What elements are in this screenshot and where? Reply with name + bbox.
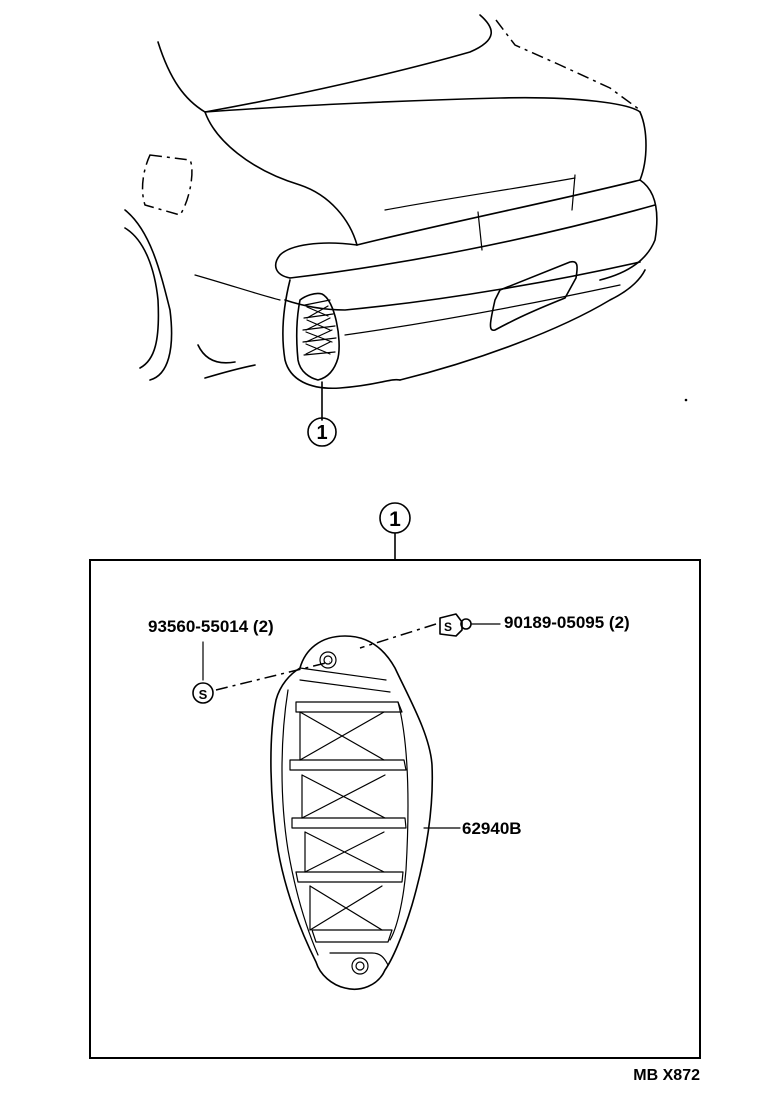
- screw-part-number: 93560-55014 (2): [148, 617, 274, 636]
- car-rear-view: 1: [124, 14, 688, 447]
- screw-symbol: S: [199, 687, 208, 702]
- detail-box-group: 1: [89, 502, 701, 1059]
- screw-callout: 93560-55014 (2) S: [148, 617, 331, 704]
- clip-callout: S 90189-05095 (2): [359, 613, 630, 649]
- screw-icon: [192, 682, 214, 704]
- clip-symbol: S: [444, 620, 452, 634]
- top-callout-circle: [307, 417, 337, 447]
- clip-icon: [439, 613, 463, 637]
- box-callout-number: 1: [389, 508, 401, 531]
- diagram-code: MB X872: [633, 1067, 700, 1084]
- reflector-part-number: 62940B: [462, 819, 522, 838]
- reflector-icon: [270, 635, 434, 990]
- detail-box: [89, 559, 701, 1059]
- top-callout-number: 1: [316, 422, 327, 444]
- clip-part-number: 90189-05095 (2): [504, 613, 630, 632]
